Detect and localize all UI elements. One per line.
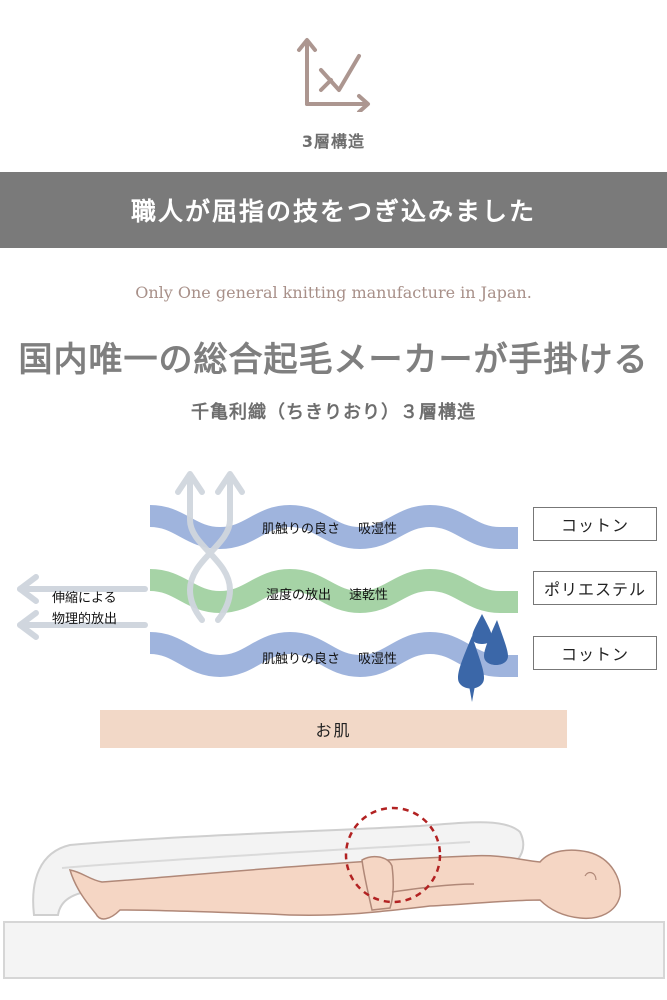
moisture-release-arrows-icon — [175, 471, 245, 623]
layer-3-material-box: コットン — [533, 636, 657, 670]
layer-3-feature-1: 肌触りの良さ — [262, 652, 341, 667]
cotton-bottom-wave — [149, 631, 518, 678]
three-layer-diagram — [17, 471, 518, 702]
layer-2-material-box: ポリエステル — [533, 571, 657, 605]
stretch-label-line-2: 物理的放出 — [52, 612, 118, 627]
page-subheadline: 千亀利織（ちきりおり）３層構造 — [191, 402, 476, 423]
craftsmanship-banner: 職人が屈指の技をつぎ込みました — [0, 172, 667, 248]
layer-2-feature-1: 湿度の放出 — [266, 588, 332, 603]
layer-3-feature-2: 吸湿性 — [358, 652, 398, 667]
water-droplets-icon — [458, 614, 508, 702]
stretch-label-line-1: 伸縮による — [52, 591, 117, 606]
mattress — [3, 921, 665, 979]
skin-layer-bar: お肌 — [100, 710, 567, 748]
layer-3-features: 肌触りの良さ 吸湿性 — [262, 648, 397, 667]
contact-highlight-circle — [344, 806, 442, 904]
stretch-release-label: 伸縮による 物理的放出 — [52, 588, 117, 630]
page-headline: 国内唯一の総合起毛メーカーが手掛ける — [18, 340, 649, 380]
section-caption: 3層構造 — [301, 132, 366, 151]
layer-2-feature-2: 速乾性 — [349, 588, 389, 603]
polyester-middle-wave — [149, 568, 518, 614]
stretch-arrows-icon — [17, 574, 148, 640]
three-layer-arrow-icon — [297, 38, 370, 112]
cotton-top-wave — [149, 504, 518, 550]
layer-1-feature-2: 吸湿性 — [358, 522, 398, 537]
layer-1-material-box: コットン — [533, 507, 657, 541]
layer-2-features: 湿度の放出 速乾性 — [266, 584, 388, 603]
layer-1-feature-1: 肌触りの良さ — [262, 522, 341, 537]
body — [68, 849, 621, 920]
sleeping-person-under-blanket-icon — [3, 806, 665, 979]
layer-1-features: 肌触りの良さ 吸湿性 — [262, 518, 397, 537]
english-tagline: Only One general knitting manufacture in… — [135, 283, 532, 302]
